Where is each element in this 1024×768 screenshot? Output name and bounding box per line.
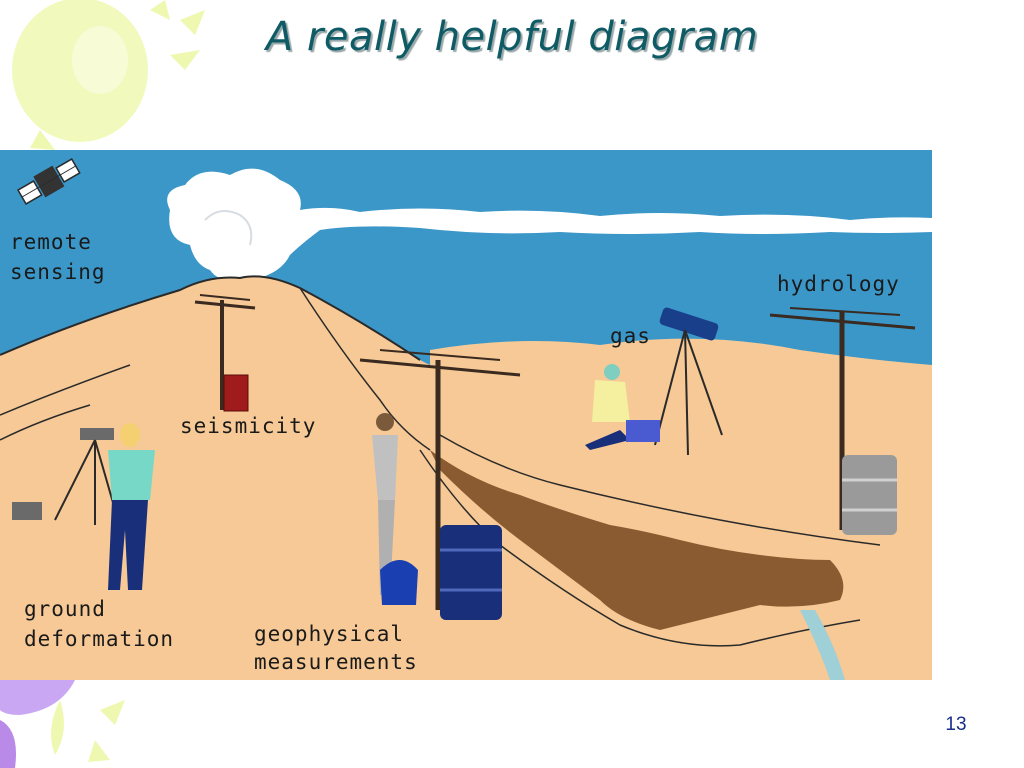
barrel-icon bbox=[440, 525, 502, 620]
label-geophysical-2: measurements bbox=[254, 650, 418, 674]
person-icon bbox=[108, 423, 155, 590]
label-gas: gas bbox=[610, 324, 651, 348]
decorative-corner-bottom bbox=[0, 680, 125, 768]
ribbon-shape bbox=[170, 50, 200, 70]
label-geophysical-1: geophysical bbox=[254, 622, 404, 646]
label-remote-sensing-1: remote bbox=[10, 230, 92, 254]
flower-petal bbox=[51, 700, 64, 755]
ridge-lines bbox=[0, 287, 431, 451]
gas-analyzer bbox=[626, 420, 660, 442]
instrument-case bbox=[12, 502, 42, 520]
stream bbox=[800, 610, 845, 680]
ribbon-shape bbox=[150, 0, 170, 20]
antenna-icon bbox=[359, 349, 521, 610]
volcano-outline bbox=[0, 275, 421, 361]
page-number: 13 bbox=[945, 714, 967, 735]
label-remote-sensing-2: sensing bbox=[10, 260, 106, 284]
label-hydrology: hydrology bbox=[777, 272, 900, 296]
label-ground-deformation-1: ground bbox=[24, 597, 106, 621]
ribbon-shape bbox=[180, 10, 205, 35]
flower-petal bbox=[0, 720, 16, 768]
lava-flow bbox=[430, 450, 844, 630]
label-seismicity: seismicity bbox=[180, 414, 316, 438]
barrel-icon bbox=[842, 455, 897, 535]
balloon-highlight bbox=[72, 26, 128, 94]
decorative-corner-top bbox=[12, 0, 205, 150]
equipment-bag bbox=[380, 560, 418, 605]
label-ground-deformation-2: deformation bbox=[24, 627, 174, 651]
flower-petal bbox=[100, 700, 125, 725]
slide-title: A really helpful diagram bbox=[265, 14, 759, 60]
antenna-icon bbox=[194, 294, 256, 410]
lava-banks bbox=[419, 434, 881, 647]
ribbon-shape bbox=[30, 130, 55, 150]
flower-petal bbox=[88, 740, 110, 762]
satellite-icon bbox=[16, 158, 81, 205]
volcano-monitoring-diagram: remote sensing seismicity gas hydrology … bbox=[0, 150, 932, 680]
flower-petal bbox=[0, 680, 75, 715]
plume-icon bbox=[167, 168, 932, 282]
person-icon bbox=[585, 364, 630, 450]
seismometer-box bbox=[223, 374, 249, 412]
